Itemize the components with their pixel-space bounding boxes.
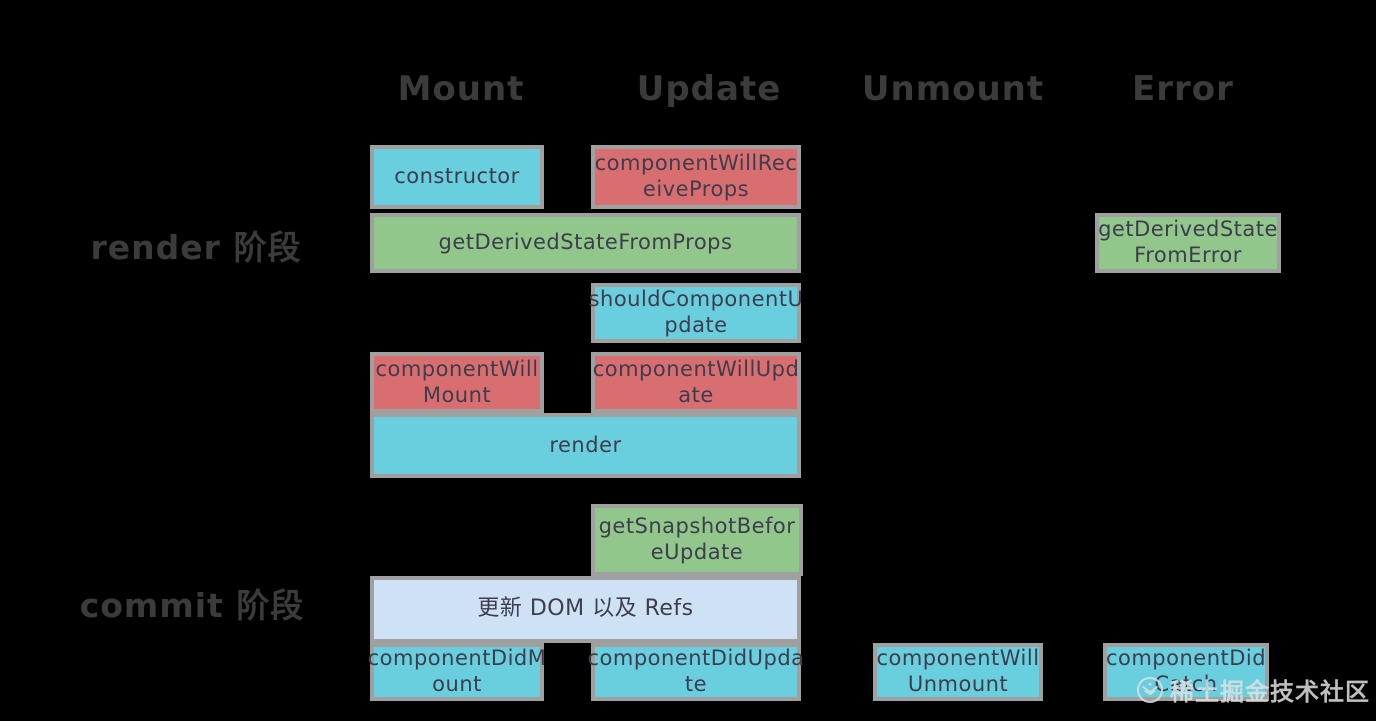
lifecycle-box-update-dom-and-refs: 更新 DOM 以及 Refs xyxy=(370,576,801,643)
lifecycle-box-componentDidMount: componentDidM ount xyxy=(368,643,546,701)
lifecycle-box-getDerivedStateFromProps: getDerivedStateFromProps xyxy=(370,213,801,273)
lifecycle-box-componentDidCatch: componentDid Catch xyxy=(1103,643,1269,701)
phase-label-render: render 阶段 xyxy=(90,228,302,267)
lifecycle-box-componentWillReceiveProps: componentWillRec eiveProps xyxy=(591,145,801,209)
juejin-logo-icon xyxy=(1137,676,1163,703)
lifecycle-box-constructor: constructor xyxy=(370,145,544,209)
column-header-mount: Mount xyxy=(397,69,525,109)
phase-label-commit: commit 阶段 xyxy=(79,586,305,625)
column-header-error: Error xyxy=(1132,69,1234,109)
watermark: 稀土掘金技术社区 xyxy=(1137,672,1370,707)
lifecycle-box-componentWillUnmount: componentWill Unmount xyxy=(873,643,1043,701)
lifecycle-box-shouldComponentUpdate: shouldComponentU pdate xyxy=(589,283,803,343)
column-header-unmount: Unmount xyxy=(861,69,1045,109)
lifecycle-box-componentWillUpdate: componentWillUpd ate xyxy=(591,352,801,413)
lifecycle-box-componentWillMount: componentWill Mount xyxy=(370,352,544,413)
lifecycle-box-componentDidUpdate: componentDidUpda te xyxy=(587,643,804,701)
lifecycle-box-getDerivedStateFromError: getDerivedState FromError xyxy=(1095,213,1281,273)
watermark-text: 稀土掘金技术社区 xyxy=(1170,678,1370,706)
column-header-update: Update xyxy=(636,69,782,109)
lifecycle-box-render: render xyxy=(370,413,801,478)
lifecycle-box-getSnapshotBeforeUpdate: getSnapshotBefor eUpdate xyxy=(591,504,803,576)
